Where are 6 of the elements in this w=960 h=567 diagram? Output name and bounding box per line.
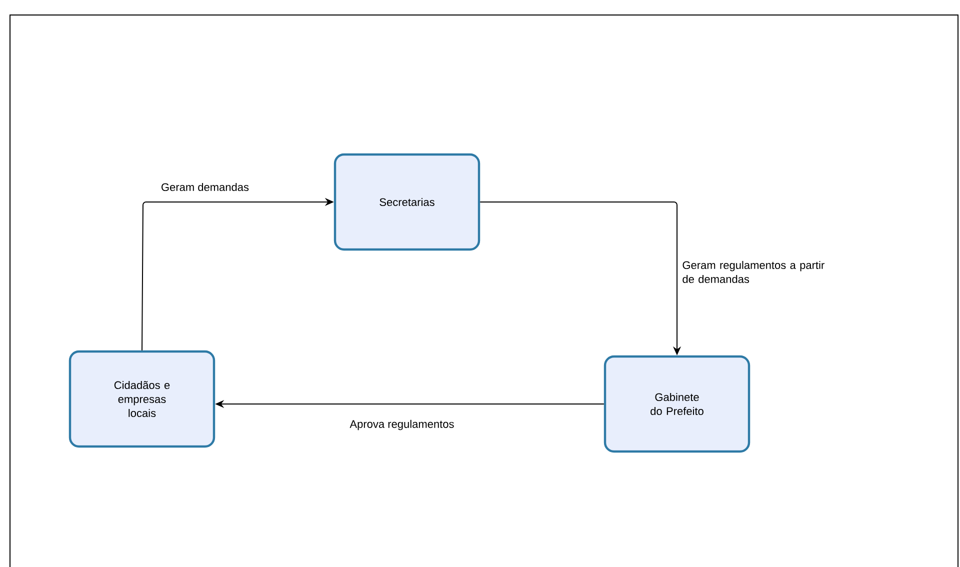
edge-label: Geram regulamentos a partir de demandas [682, 260, 824, 284]
process-box: Gabinete do Prefeito [604, 355, 750, 453]
process-box: Secretarias [334, 153, 480, 251]
process-box: Cidadãos e empresas locais [68, 350, 216, 448]
edge-label: Geram demandas [162, 182, 249, 192]
edge-label: Aprova regulamentos [350, 420, 454, 430]
